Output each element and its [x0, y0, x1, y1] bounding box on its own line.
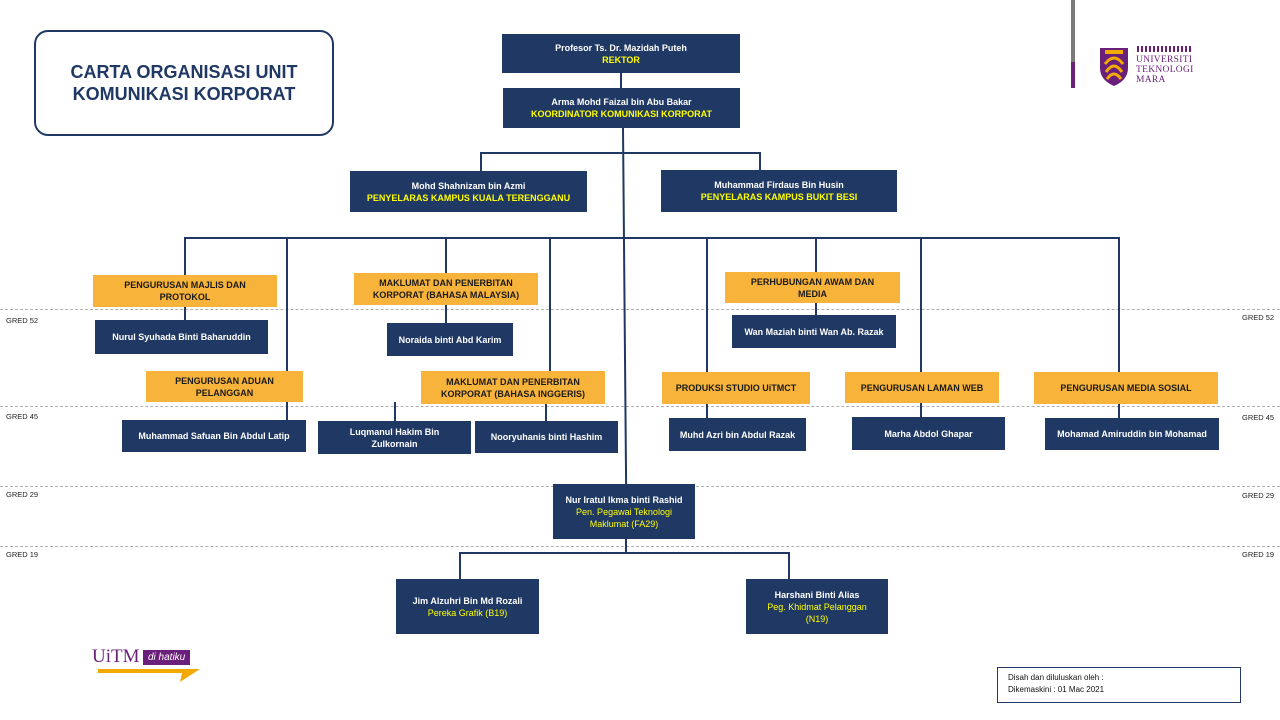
connector-line — [920, 237, 922, 372]
connector-line — [184, 306, 186, 320]
connector-line — [184, 237, 1120, 239]
connector-line — [459, 552, 461, 579]
connector-line — [1118, 404, 1120, 418]
unit-aduan-pelanggan: PENGURUSAN ADUAN PELANGGAN — [146, 371, 303, 402]
updated-date: Dikemaskini : 01 Mac 2021 — [1008, 685, 1105, 694]
node-name: Muhammad Firdaus Bin Husin — [714, 180, 844, 190]
node-rektor: Profesor Ts. Dr. Mazidah Puteh REKTOR — [502, 34, 740, 73]
chart-title: CARTA ORGANISASI UNIT KOMUNIKASI KORPORA… — [70, 62, 298, 104]
grade-line-52 — [0, 309, 1280, 310]
connector-line — [706, 237, 708, 372]
unit-majlis-protokol: PENGURUSAN MAJLIS DAN PROTOKOL — [93, 275, 277, 307]
approval-box: Disah dan diluluskan oleh : Dikemaskini … — [997, 667, 1241, 703]
node-name: Arma Mohd Faizal bin Abu Bakar — [551, 97, 692, 107]
connector-line — [815, 303, 817, 315]
node-amiruddin: Mohamad Amiruddin bin Mohamad — [1045, 418, 1219, 450]
grade-line-19 — [0, 546, 1280, 547]
node-nur-iratul: Nur Iratul Ikma binti Rashid Pen. Pegawa… — [553, 484, 695, 539]
grade-label-52-left: GRED 52 — [6, 316, 39, 325]
connector-line — [706, 404, 708, 418]
accent-bar — [1071, 0, 1075, 88]
connector-line — [620, 73, 622, 88]
node-role: Peg. Khidmat Pelanggan (N19) — [767, 601, 867, 624]
connector-line — [1118, 237, 1120, 372]
connector-line — [788, 552, 790, 579]
connector-line — [480, 152, 482, 172]
node-role: PENYELARAS KAMPUS BUKIT BESI — [700, 192, 858, 202]
node-koordinator: Arma Mohd Faizal bin Abu Bakar KOORDINAT… — [503, 88, 740, 128]
badge-brand: UiTM — [92, 646, 140, 667]
connector-line — [459, 552, 790, 554]
grade-label-52-right: GRED 52 — [1242, 313, 1275, 322]
node-luqmanul: Luqmanul Hakim Bin Zulkornain — [318, 421, 471, 454]
node-noraida: Noraida binti Abd Karim — [387, 323, 513, 356]
unit-maklumat-bm: MAKLUMAT DAN PENERBITAN KORPORAT (BAHASA… — [354, 273, 538, 305]
connector-line — [622, 127, 628, 484]
node-nooryuhanis: Nooryuhanis binti Hashim — [475, 421, 618, 453]
uitm-crest-icon — [1100, 48, 1128, 86]
speech-tail-icon — [98, 669, 200, 682]
connector-line — [184, 237, 186, 275]
node-marha: Marha Abdol Ghapar — [852, 417, 1005, 450]
node-name: Harshani Binti Alias — [774, 589, 860, 600]
grade-line-45 — [0, 406, 1280, 407]
grade-label-29-left: GRED 29 — [6, 490, 39, 499]
connector-line — [480, 152, 761, 154]
connector-line — [549, 237, 551, 371]
unit-produksi-studio: PRODUKSI STUDIO UiTMCT — [662, 372, 810, 404]
connector-line — [920, 403, 922, 417]
connector-line — [545, 402, 547, 421]
node-penyelaras-bb: Muhammad Firdaus Bin Husin PENYELARAS KA… — [661, 170, 897, 212]
unit-maklumat-bi: MAKLUMAT DAN PENERBITAN KORPORAT (BAHASA… — [421, 371, 605, 404]
grade-label-29-right: GRED 29 — [1242, 491, 1275, 500]
node-role: Pen. Pegawai Teknologi Maklumat (FA29) — [576, 506, 672, 529]
node-name: Mohd Shahnizam bin Azmi — [411, 180, 526, 191]
node-name: Profesor Ts. Dr. Mazidah Puteh — [555, 42, 687, 53]
chart-title-box: CARTA ORGANISASI UNIT KOMUNIKASI KORPORA… — [34, 30, 334, 136]
node-harshani: Harshani Binti Alias Peg. Khidmat Pelang… — [746, 579, 888, 634]
connector-line — [394, 402, 396, 421]
node-role: Pereka Grafik (B19) — [427, 607, 508, 618]
grade-label-45-right: GRED 45 — [1242, 413, 1275, 422]
connector-line — [286, 402, 288, 420]
badge-tagline: di hatiku — [143, 650, 191, 665]
unit-perhubungan-awam: PERHUBUNGAN AWAM DAN MEDIA — [725, 272, 900, 303]
connector-line — [759, 152, 761, 172]
node-name: Nur Iratul Ikma binti Rashid — [565, 494, 683, 505]
connector-line — [286, 237, 288, 371]
connector-line — [625, 538, 627, 553]
node-jim: Jim Alzuhri Bin Md Rozali Pereka Grafik … — [396, 579, 539, 634]
node-safuan: Muhammad Safuan Bin Abdul Latip — [122, 420, 306, 452]
approval-text: Disah dan diluluskan oleh : — [1008, 673, 1104, 682]
connector-line — [815, 237, 817, 272]
node-nurul: Nurul Syuhada Binti Baharuddin — [95, 320, 268, 354]
connector-line — [445, 305, 447, 323]
node-role: PENYELARAS KAMPUS KUALA TERENGGANU — [366, 192, 571, 203]
grade-label-45-left: GRED 45 — [6, 412, 39, 421]
node-role: KOORDINATOR KOMUNIKASI KORPORAT — [531, 109, 712, 119]
node-name: Luqmanul Hakim Bin Zulkornain — [349, 426, 440, 449]
grade-label-19-left: GRED 19 — [6, 550, 39, 559]
accent-bar-purple — [1071, 62, 1075, 88]
node-name: Jim Alzuhri Bin Md Rozali — [412, 595, 523, 606]
unit-laman-web: PENGURUSAN LAMAN WEB — [845, 372, 999, 403]
node-azri: Muhd Azri bin Abdul Razak — [669, 418, 806, 451]
uitm-dihatiku-badge: UiTM di hatiku — [92, 646, 204, 684]
uitm-logo: UNIVERSITI TEKNOLOGI MARA — [1096, 44, 1206, 90]
logo-text-2: TEKNOLOGI — [1136, 65, 1194, 75]
grade-label-19-right: GRED 19 — [1242, 550, 1275, 559]
node-penyelaras-kt: Mohd Shahnizam bin Azmi PENYELARAS KAMPU… — [350, 171, 587, 212]
logo-text-3: MARA — [1136, 75, 1166, 85]
node-role: REKTOR — [602, 54, 640, 65]
connector-line — [445, 237, 447, 273]
logo-text-1: UNIVERSITI — [1136, 55, 1193, 65]
unit-media-sosial: PENGURUSAN MEDIA SOSIAL — [1034, 372, 1218, 404]
node-wan: Wan Maziah binti Wan Ab. Razak — [732, 315, 896, 348]
jawi-script-mark — [1137, 46, 1193, 52]
